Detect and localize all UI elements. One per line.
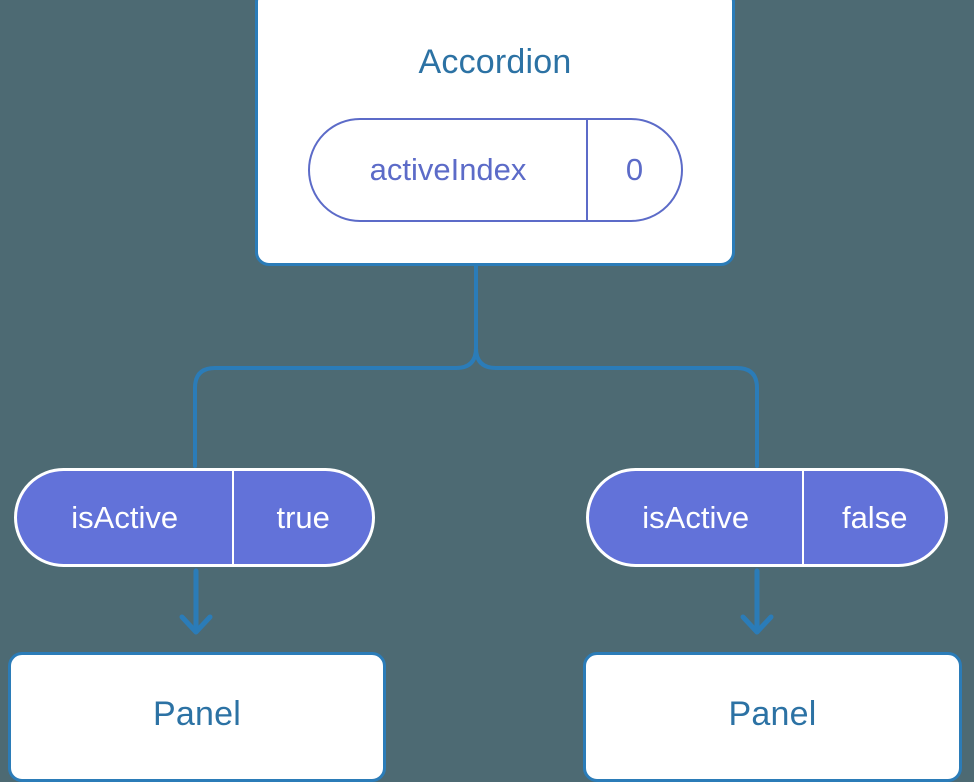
- prop-pill-is-active-true[interactable]: isActive true: [14, 468, 375, 567]
- prop-pill-is-active-false[interactable]: isActive false: [586, 468, 948, 567]
- panel-title: Panel: [728, 695, 817, 733]
- edge-accordion-to-left-prop: [193, 264, 478, 468]
- state-key-label: activeIndex: [369, 152, 527, 187]
- prop-key-label: isActive: [71, 499, 179, 535]
- prop-value-label: false: [802, 471, 945, 564]
- prop-key-label: isActive: [642, 499, 750, 535]
- panel-title: Panel: [153, 695, 241, 733]
- panel-component-card-left[interactable]: Panel: [8, 652, 386, 782]
- accordion-title: Accordion: [418, 43, 572, 81]
- edge-accordion-to-right-prop: [474, 264, 759, 468]
- panel-component-card-right[interactable]: Panel: [583, 652, 962, 782]
- arrow-right-prop-to-panel: [740, 568, 774, 635]
- prop-value-label: true: [232, 471, 372, 564]
- state-value-label: 0: [586, 120, 681, 220]
- state-pill-active-index[interactable]: activeIndex 0: [308, 118, 683, 222]
- arrow-left-prop-to-panel: [179, 568, 213, 635]
